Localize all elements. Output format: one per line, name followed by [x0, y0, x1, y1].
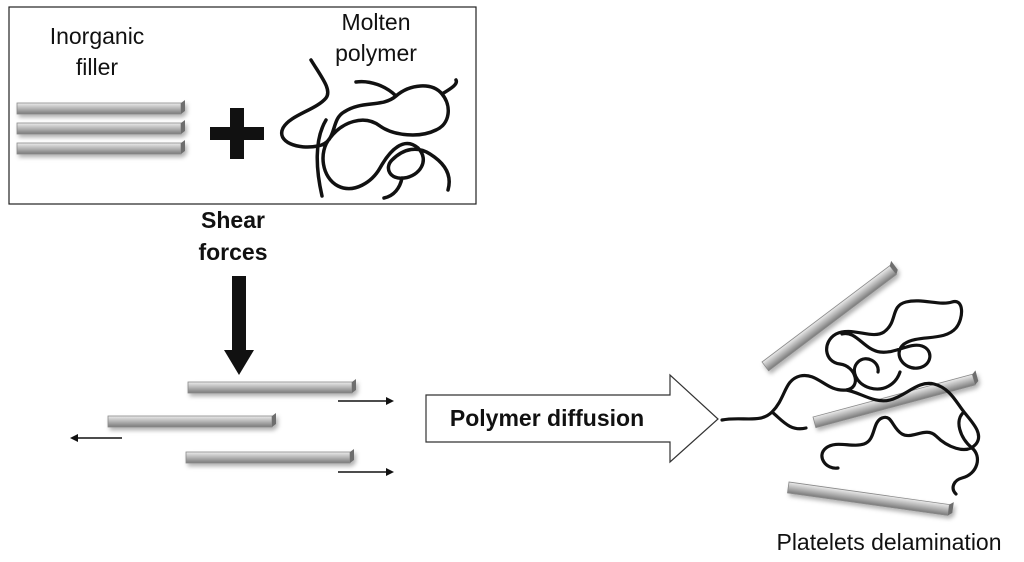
polymer-label-line2: polymer [335, 40, 417, 66]
diffusion-arrow-icon [425, 373, 719, 464]
polymer-coil-icon [279, 58, 459, 200]
sheared-platelets [107, 378, 357, 464]
shear-down-arrow-icon [224, 276, 254, 375]
intercalated-polymer-icon [720, 299, 981, 496]
delaminated-platelets [761, 260, 979, 516]
shear-direction-arrows [70, 397, 394, 476]
filler-platelet-stack [16, 99, 186, 155]
shear-label-line2: forces [198, 239, 267, 265]
polymer-label-line1: Molten [341, 9, 410, 35]
shear-label-line1: Shear [201, 207, 265, 233]
filler-label-line2: filler [76, 54, 119, 80]
filler-label-line1: Inorganic [50, 23, 145, 49]
result-label: Platelets delamination [776, 529, 1001, 555]
plus-icon [210, 108, 264, 159]
diffusion-label: Polymer diffusion [450, 405, 644, 431]
